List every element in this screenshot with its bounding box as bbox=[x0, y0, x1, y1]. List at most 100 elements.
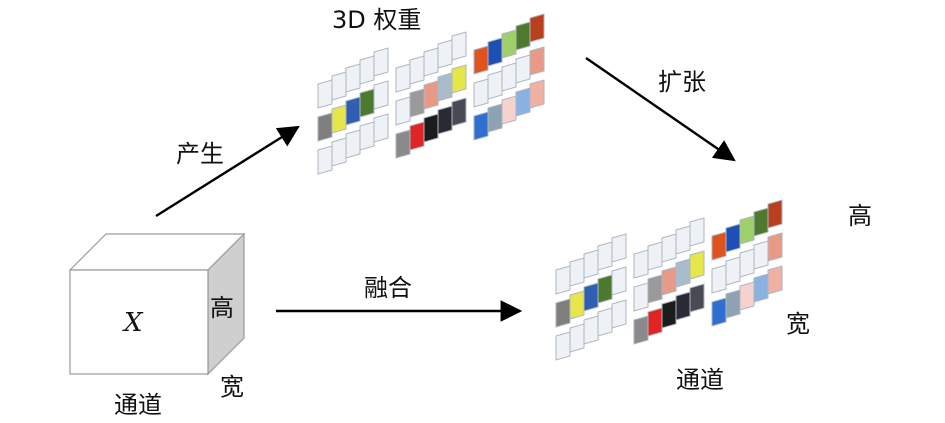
front-block-cell bbox=[555, 298, 571, 328]
back-block-cell bbox=[501, 29, 517, 59]
middle-block-cell bbox=[661, 233, 677, 263]
middle-block-cell bbox=[395, 129, 411, 159]
front-block-cell bbox=[611, 299, 627, 329]
middle-block-cell bbox=[675, 258, 691, 288]
middle-block-cell bbox=[437, 39, 453, 69]
middle-block-cell bbox=[633, 315, 649, 345]
expanded-output bbox=[555, 199, 783, 361]
back-block-cell bbox=[487, 103, 503, 133]
front-block-cell bbox=[555, 265, 571, 295]
back-block-cell bbox=[473, 111, 489, 141]
middle-block-cell bbox=[647, 307, 663, 337]
front-block-cell bbox=[569, 290, 585, 320]
back-block-cell bbox=[725, 289, 741, 319]
front-block-cell bbox=[373, 47, 389, 77]
middle-block-cell bbox=[409, 55, 425, 85]
front-block-cell bbox=[597, 307, 613, 337]
fuse-label: 融合 bbox=[364, 274, 412, 302]
cube-x-label: X bbox=[122, 308, 144, 338]
middle-block-cell bbox=[647, 274, 663, 304]
middle-block-cell bbox=[675, 291, 691, 321]
expand-label: 扩张 bbox=[658, 68, 706, 96]
front-block-cell bbox=[345, 96, 361, 126]
front-block-cell bbox=[597, 274, 613, 304]
back-block-cell bbox=[739, 281, 755, 311]
back-block-cell bbox=[487, 37, 503, 67]
front-block-cell bbox=[569, 257, 585, 287]
front-block-cell bbox=[373, 113, 389, 143]
cube-width-label: 宽 bbox=[220, 373, 244, 401]
back-block-cell bbox=[767, 265, 783, 295]
middle-block-cell bbox=[633, 282, 649, 312]
front-block-cell bbox=[597, 241, 613, 271]
front-block-cell bbox=[331, 71, 347, 101]
back-block-cell bbox=[711, 231, 727, 261]
front-block-cell bbox=[611, 233, 627, 263]
back-block-cell bbox=[711, 264, 727, 294]
output-channel-label: 通道 bbox=[676, 366, 724, 394]
front-block-cell bbox=[345, 63, 361, 93]
middle-block-cell bbox=[395, 96, 411, 126]
middle-block-cell bbox=[689, 283, 705, 313]
middle-block-cell bbox=[661, 266, 677, 296]
front-block-cell bbox=[345, 129, 361, 159]
back-block-cell bbox=[529, 46, 545, 76]
cube-channel-label: 通道 bbox=[114, 391, 162, 419]
front-block-cell bbox=[317, 145, 333, 175]
middle-block-cell bbox=[633, 249, 649, 279]
back-block-cell bbox=[711, 297, 727, 327]
back-block-cell bbox=[515, 54, 531, 84]
back-block-cell bbox=[739, 248, 755, 278]
middle-block-cell bbox=[661, 299, 677, 329]
front-block-cell bbox=[317, 79, 333, 109]
front-block-cell bbox=[331, 104, 347, 134]
back-block-cell bbox=[753, 207, 769, 237]
front-block-cell bbox=[331, 137, 347, 167]
front-block-cell bbox=[583, 282, 599, 312]
weights-3d-label: 3D 权重 bbox=[332, 6, 421, 34]
middle-block-cell bbox=[451, 64, 467, 94]
back-block-cell bbox=[529, 13, 545, 43]
back-block-cell bbox=[473, 78, 489, 108]
middle-block-cell bbox=[689, 217, 705, 247]
front-block-cell bbox=[583, 249, 599, 279]
middle-block-cell bbox=[423, 80, 439, 110]
middle-block-cell bbox=[689, 250, 705, 280]
middle-block-cell bbox=[395, 63, 411, 93]
front-block-cell bbox=[359, 55, 375, 85]
back-block-cell bbox=[753, 273, 769, 303]
back-block-cell bbox=[767, 199, 783, 229]
front-block-cell bbox=[611, 266, 627, 296]
middle-block-cell bbox=[437, 72, 453, 102]
front-block-cell bbox=[583, 315, 599, 345]
back-block-cell bbox=[487, 70, 503, 100]
front-block-cell bbox=[317, 112, 333, 142]
cube-height-label: 高 bbox=[210, 294, 234, 322]
input-cube bbox=[68, 232, 246, 376]
middle-block-cell bbox=[437, 105, 453, 135]
front-block-cell bbox=[359, 88, 375, 118]
output-width-label: 宽 bbox=[786, 310, 810, 338]
back-block-cell bbox=[753, 240, 769, 270]
generate-arrow bbox=[155, 125, 300, 218]
back-block-cell bbox=[473, 45, 489, 75]
back-block-cell bbox=[515, 21, 531, 51]
middle-block-cell bbox=[409, 88, 425, 118]
middle-block-cell bbox=[647, 241, 663, 271]
weights-3d bbox=[317, 13, 545, 175]
generate-label: 产生 bbox=[176, 140, 224, 168]
middle-block-cell bbox=[451, 31, 467, 61]
middle-block-cell bbox=[409, 121, 425, 151]
front-block-cell bbox=[359, 121, 375, 151]
middle-block-cell bbox=[675, 225, 691, 255]
output-height-label: 高 bbox=[848, 202, 872, 230]
back-block-cell bbox=[501, 95, 517, 125]
back-block-cell bbox=[529, 79, 545, 109]
middle-block-cell bbox=[451, 97, 467, 127]
expand-arrow bbox=[585, 57, 736, 162]
front-block-cell bbox=[569, 323, 585, 353]
back-block-cell bbox=[501, 62, 517, 92]
front-block-cell bbox=[373, 80, 389, 110]
back-block-cell bbox=[767, 232, 783, 262]
